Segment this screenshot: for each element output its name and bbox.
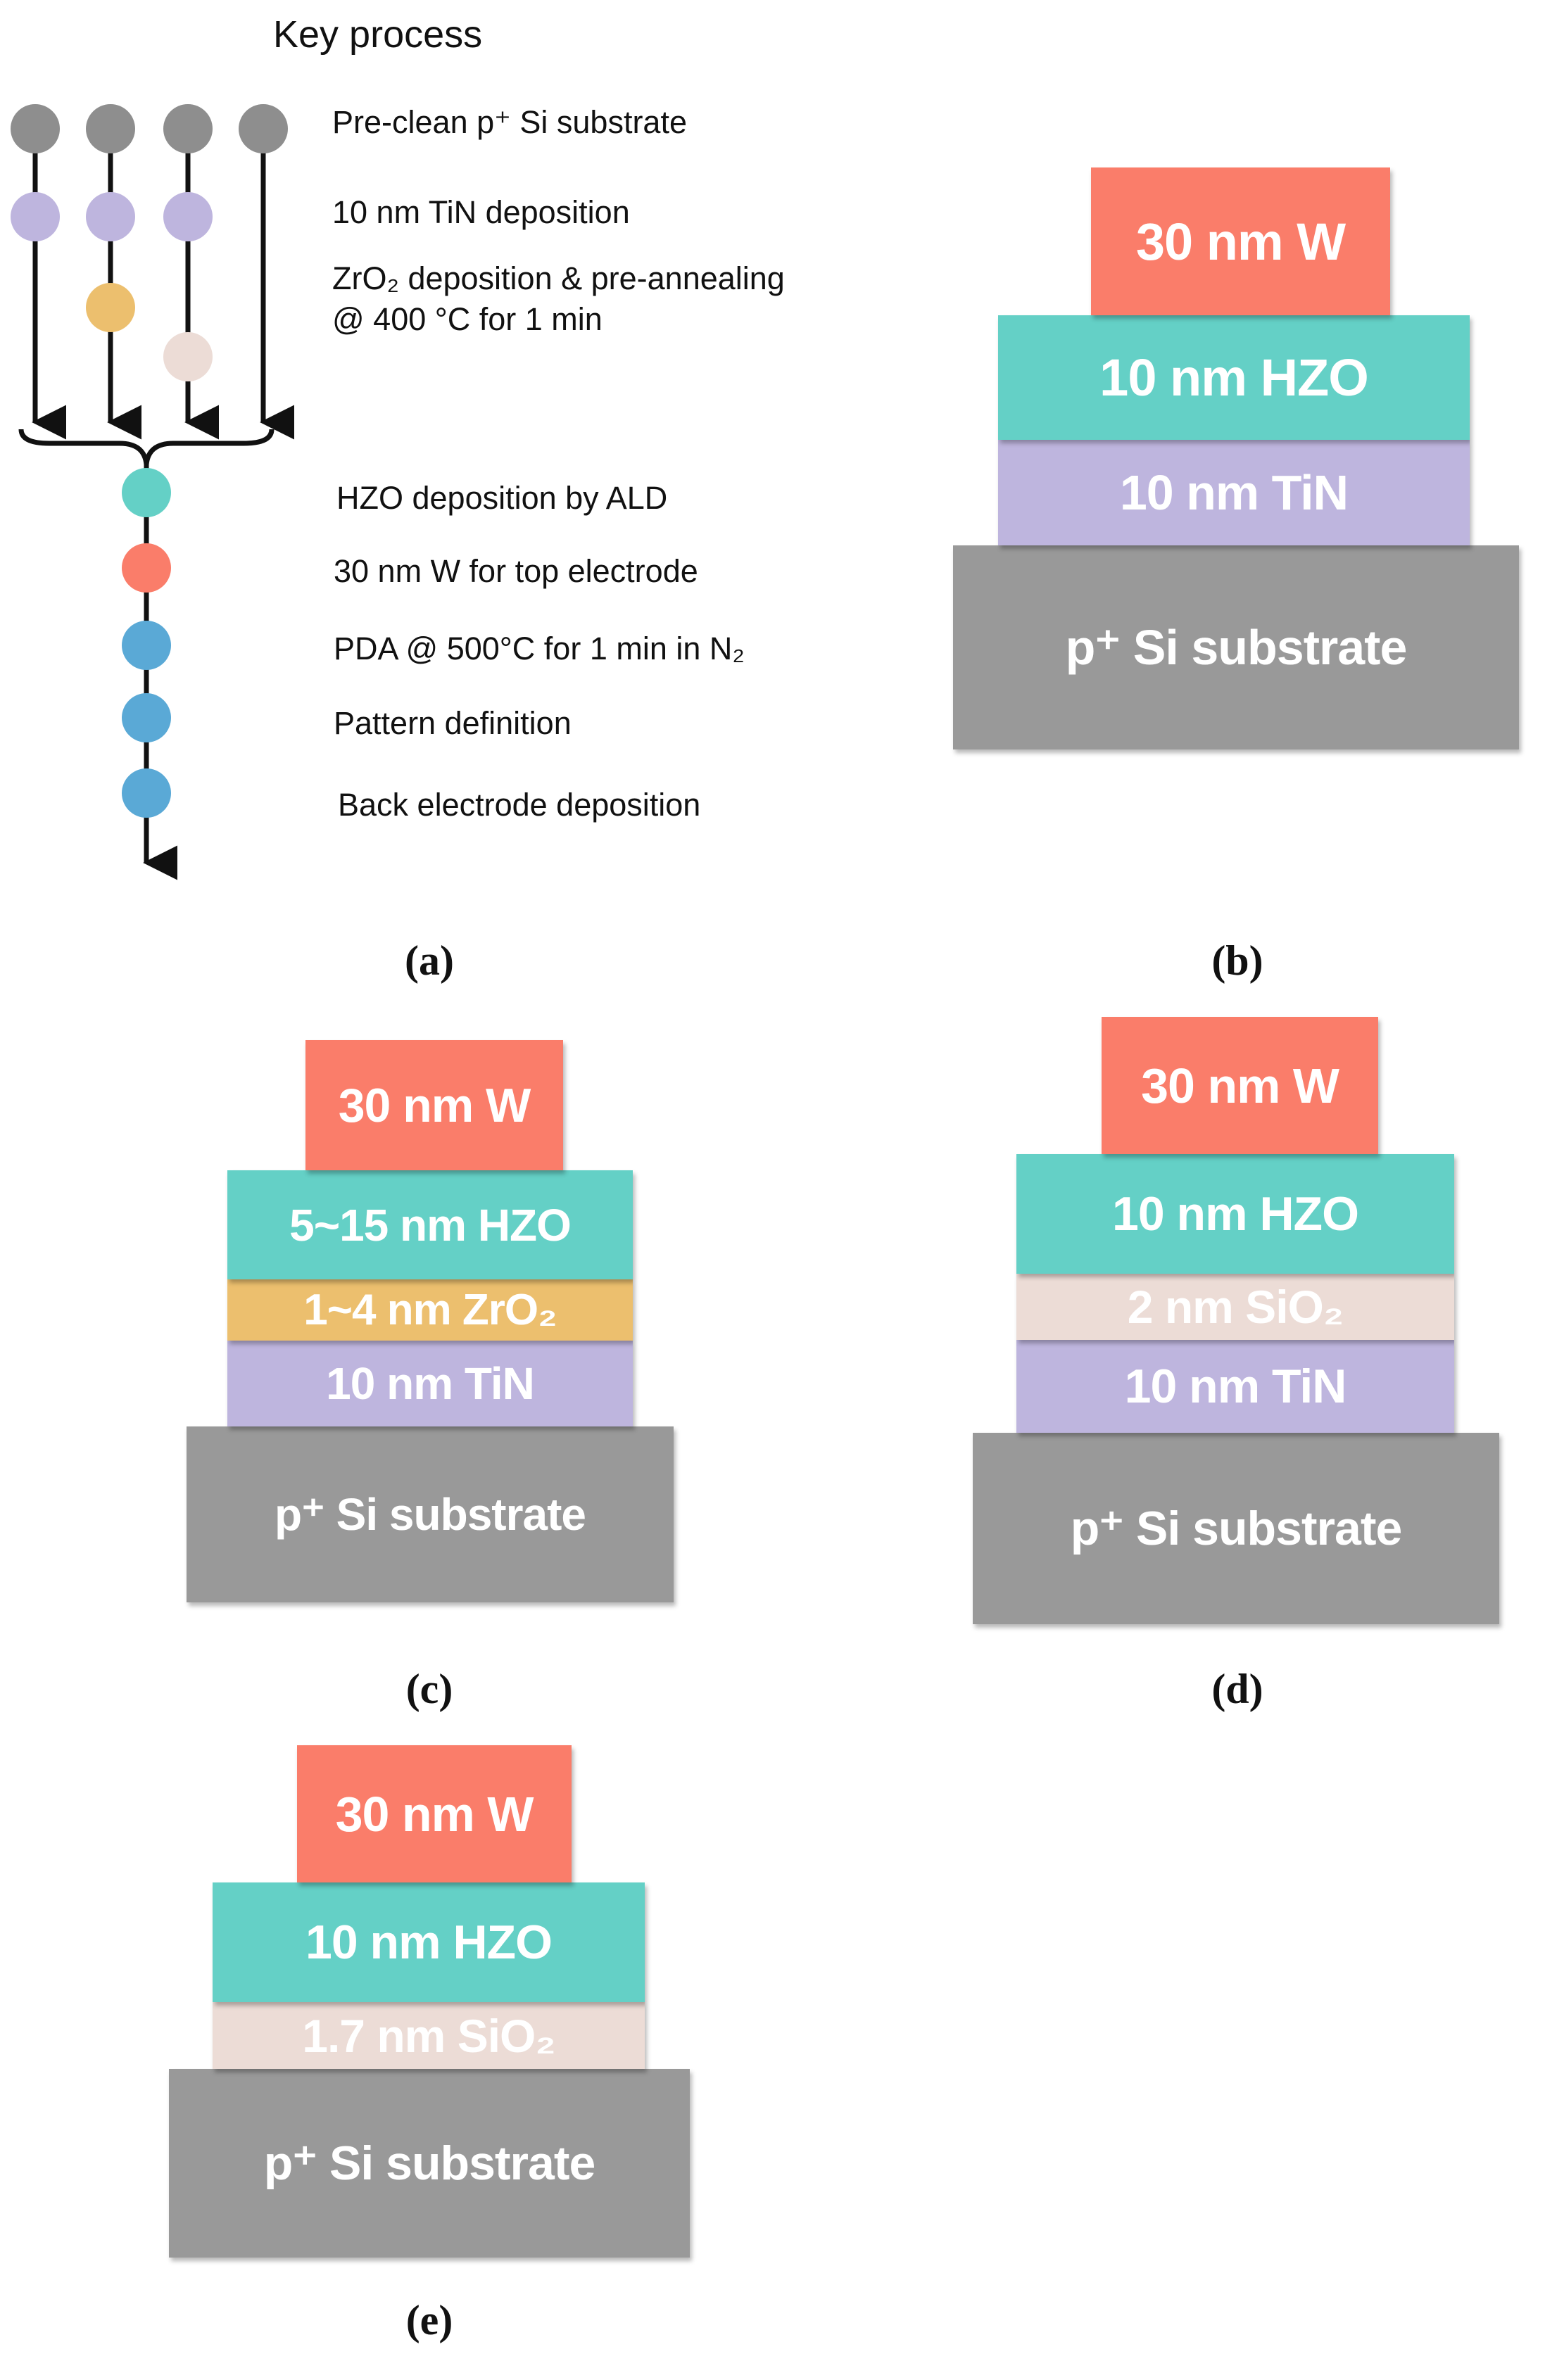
pattern-dot: [122, 693, 171, 742]
stack-b-tin: 10 nm TiN: [998, 440, 1470, 545]
step-preclean: Pre-clean p⁺ Si substrate: [332, 104, 687, 140]
stack-b-substrate: p⁺ Si substrate: [953, 545, 1519, 749]
stack-e-w: 30 nm W: [297, 1745, 572, 1882]
tin-dot-3: [163, 192, 213, 241]
zro2-dot: [86, 283, 135, 332]
step-zro2-line2: @ 400 °C for 1 min: [332, 301, 603, 337]
step-w: 30 nm W for top electrode: [334, 553, 698, 589]
preclean-dot-2: [86, 104, 135, 153]
step-pattern: Pattern definition: [334, 705, 572, 741]
stack-c-hzo: 5~15 nm HZO: [227, 1170, 633, 1279]
stack-e-hzo: 10 nm HZO: [213, 1882, 645, 2002]
stack-c-w: 30 nm W: [305, 1040, 563, 1170]
stack-d-sio2: 2 nm SiO₂: [1016, 1274, 1454, 1340]
process-flow-title: Key process: [273, 13, 483, 56]
step-back: Back electrode deposition: [338, 787, 701, 823]
step-hzo: HZO deposition by ALD: [336, 480, 668, 516]
stack-b-w: 30 nm W: [1091, 167, 1390, 315]
caption-b: (b): [1211, 937, 1263, 984]
stack-e-sio2: 1.7 nm SiO₂: [213, 2002, 645, 2069]
hzo-dot: [122, 468, 171, 517]
stack-c-zro2: 1~4 nm ZrO₂: [227, 1279, 633, 1341]
back-dot: [122, 768, 171, 818]
step-pda: PDA @ 500°C for 1 min in N₂: [334, 631, 745, 666]
tin-dot-1: [11, 192, 60, 241]
preclean-dot-4: [239, 104, 288, 153]
stack-d-w: 30 nm W: [1102, 1017, 1378, 1154]
stack-c-tin: 10 nm TiN: [227, 1341, 633, 1426]
process-flow-diagram: [11, 104, 295, 880]
sio2-dot: [163, 332, 213, 381]
preclean-dot-1: [11, 104, 60, 153]
merge-brace: [18, 429, 275, 465]
step-zro2-line1: ZrO₂ deposition & pre-annealing: [332, 260, 785, 296]
stack-c-substrate: p⁺ Si substrate: [187, 1426, 674, 1602]
preclean-dot-3: [163, 104, 213, 153]
stack-b-hzo: 10 nm HZO: [998, 315, 1470, 440]
stack-d-tin: 10 nm TiN: [1016, 1340, 1454, 1433]
caption-c: (c): [405, 1666, 453, 1712]
stack-e-substrate: p⁺ Si substrate: [169, 2069, 690, 2258]
pda-dot: [122, 621, 171, 670]
step-tin: 10 nm TiN deposition: [332, 194, 630, 230]
tin-dot-2: [86, 192, 135, 241]
stack-d-hzo: 10 nm HZO: [1016, 1154, 1454, 1274]
caption-a: (a): [405, 937, 454, 984]
stack-d-substrate: p⁺ Si substrate: [973, 1433, 1499, 1624]
caption-d: (d): [1211, 1666, 1263, 1712]
caption-e: (e): [405, 2297, 453, 2343]
w-dot: [122, 543, 171, 593]
